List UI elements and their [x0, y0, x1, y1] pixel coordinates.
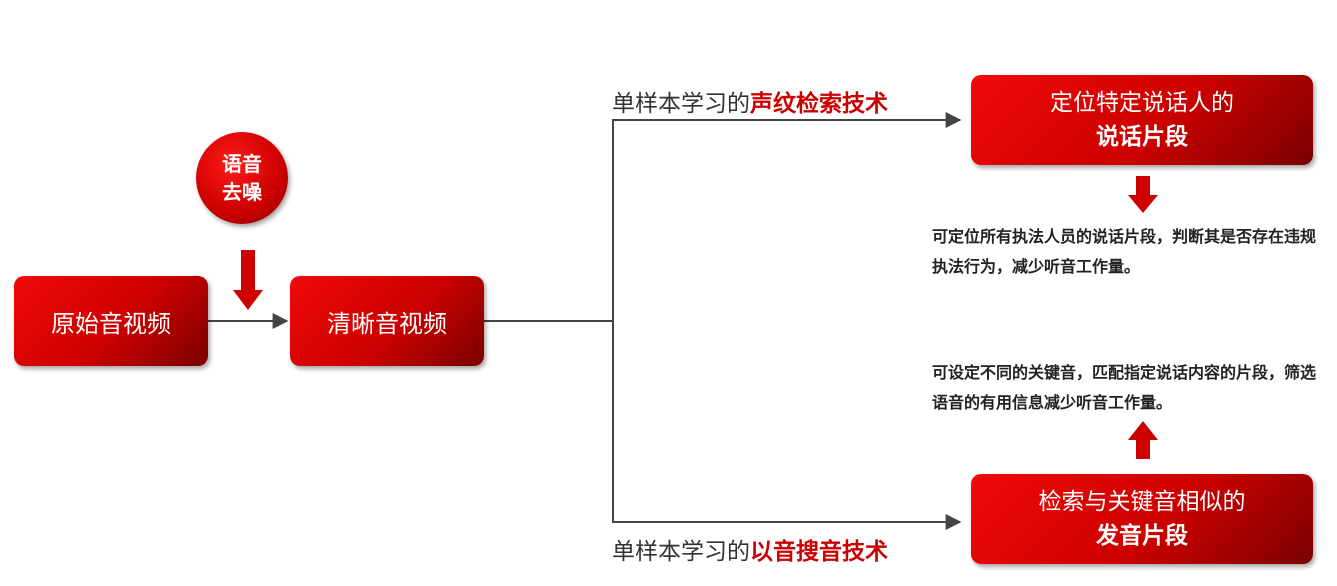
top-branch-label-highlight: 声纹检索技术	[750, 91, 888, 117]
bottom-result-description: 可设定不同的关键音，匹配指定说话内容的片段，筛选语音的有用信息减少听音工作量。	[932, 363, 1317, 412]
clean-av-label: 清晰音视频	[327, 309, 447, 338]
bottom-result-line1: 检索与关键音相似的	[1038, 489, 1246, 515]
source-av-label: 原始音视频	[51, 309, 171, 338]
top-result-description: 可定位所有执法人员的说话片段，判断其是否存在违规执法行为，减少听音工作量。	[932, 227, 1317, 276]
top-result-line1: 定位特定说话人的	[1050, 90, 1234, 116]
denoise-line1: 语音	[222, 152, 262, 176]
top-branch-label-plain: 单样本学习的	[612, 91, 750, 117]
bottom-branch-label-highlight: 以音搜音技术	[750, 539, 888, 565]
bottom-result-box: 检索与关键音相似的 发音片段	[971, 474, 1313, 564]
red-arrow-top-result	[1128, 176, 1158, 213]
top-result-box: 定位特定说话人的 说话片段	[971, 75, 1313, 165]
source-av-box: 原始音视频	[14, 276, 208, 366]
bottom-branch-label: 单样本学习的以音搜音技术	[612, 532, 888, 566]
bottom-result-line2: 发音片段	[1096, 523, 1188, 549]
denoise-line2: 去噪	[222, 180, 262, 204]
top-branch-label: 单样本学习的声纹检索技术	[612, 84, 888, 118]
top-result-line2: 说话片段	[1096, 124, 1188, 150]
red-arrow-bottom-result	[1128, 421, 1158, 459]
red-arrow-denoise	[233, 250, 263, 310]
bottom-branch-label-plain: 单样本学习的	[612, 539, 750, 565]
clean-av-box: 清晰音视频	[290, 276, 484, 366]
denoise-circle: 语音 去噪	[196, 132, 288, 224]
